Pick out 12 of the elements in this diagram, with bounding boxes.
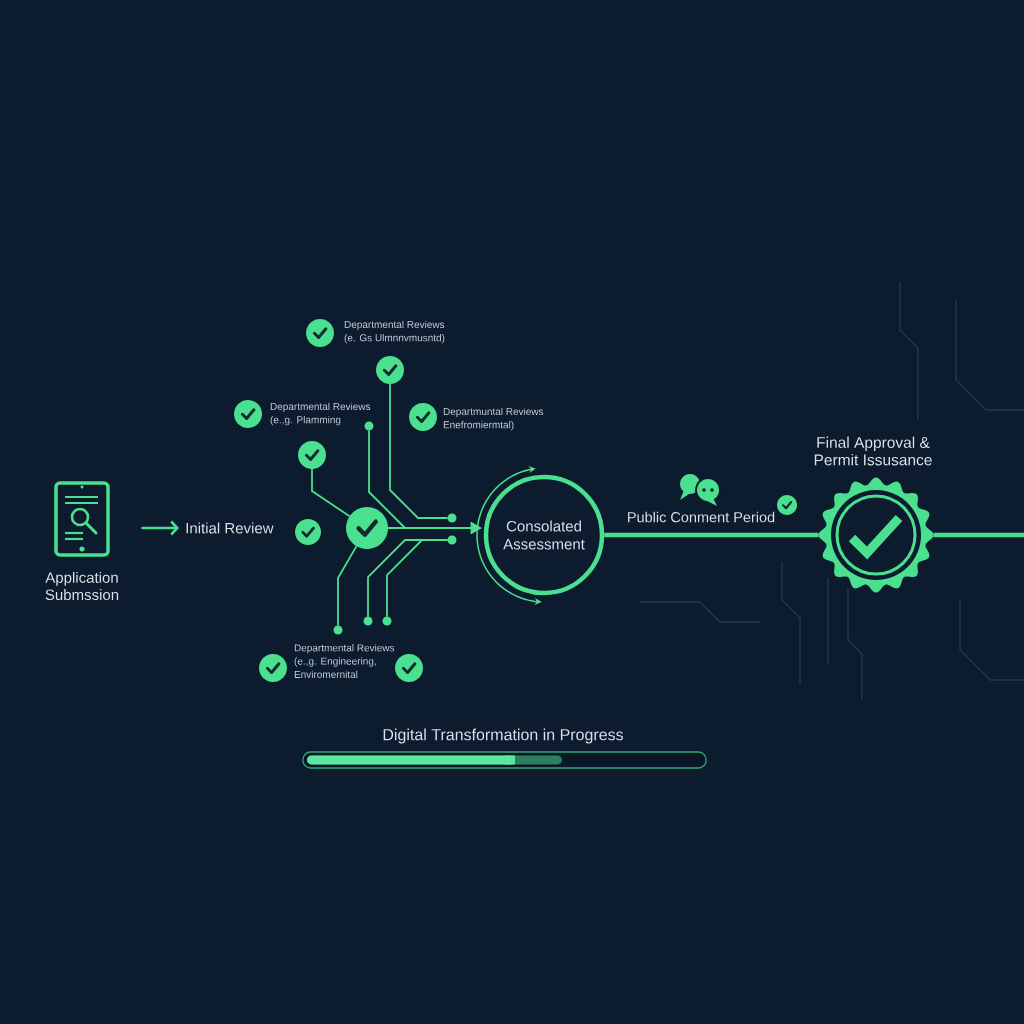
step-label: Application Submssion xyxy=(45,571,119,601)
step-label: Initial Review xyxy=(186,522,274,534)
check-circle xyxy=(346,507,388,549)
review-label: Departmental Reviews (e. Gs Ulmnnvmusntd) xyxy=(344,320,445,344)
check-circle xyxy=(298,441,326,469)
review-label: Departmuntal Reviews Enefromiermtal) xyxy=(443,407,544,431)
step-label: Final Approval & Permit Issusance xyxy=(814,436,932,466)
progress-label: Digital Transformation in Progress xyxy=(383,728,623,744)
review-label: Departmental Reviews (e.,g. Engineering, Enviromernital xyxy=(294,644,395,678)
edge-label: Public Conment Period xyxy=(628,511,775,523)
check-circle xyxy=(376,356,404,384)
review-label: Departmental Reviews (e.,g. Plamming xyxy=(270,402,371,426)
